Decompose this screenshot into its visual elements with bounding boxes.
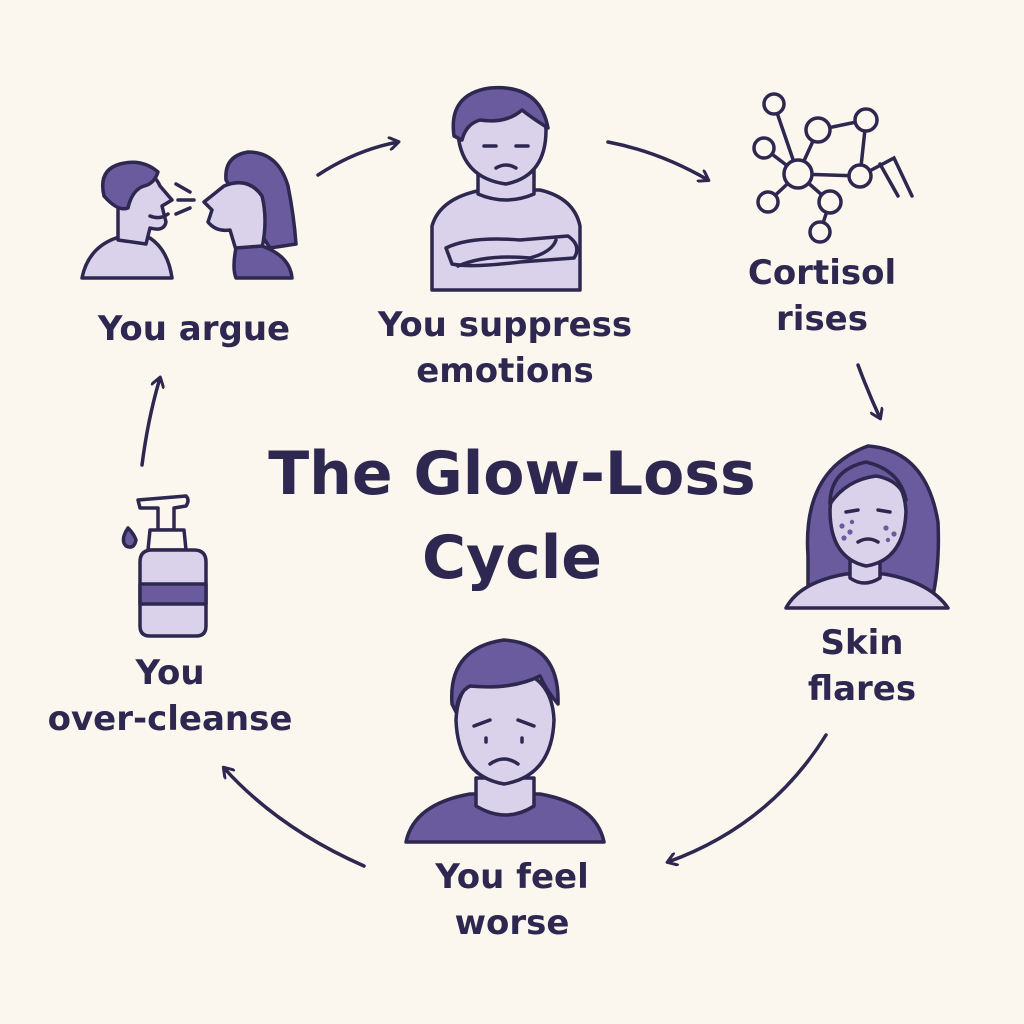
sad-person-icon — [404, 638, 606, 844]
step-label-line: Skin — [820, 623, 904, 663]
step-label-cortisol: Cortisol rises — [712, 250, 932, 342]
diagram-title: The Glow-Loss Cycle — [212, 432, 812, 600]
arrow-cleanse-to-argue — [140, 378, 160, 467]
step-label-line: You — [135, 653, 205, 693]
title-line-1: The Glow-Loss — [268, 439, 756, 509]
soap-pump-bottle-icon — [121, 494, 208, 638]
step-label-line: You suppress — [377, 305, 633, 345]
step-label-line: You feel — [435, 857, 589, 897]
step-label-suppress: You suppress emotions — [370, 302, 640, 394]
arguing-people-icon — [80, 150, 298, 280]
step-label-line: emotions — [416, 351, 594, 391]
step-label-argue: You argue — [74, 306, 314, 352]
arrow-suppress-to-cortisol — [606, 140, 708, 180]
cortisol-molecule-icon — [752, 92, 914, 244]
step-label-cleanse: You over-cleanse — [30, 650, 310, 742]
arrow-argue-to-suppress — [316, 142, 398, 177]
woman-with-acne-icon — [784, 444, 950, 610]
step-label-line: You argue — [97, 309, 291, 349]
cycle-arrows — [140, 140, 880, 868]
title-line-2: Cycle — [422, 523, 602, 593]
step-label-line: over-cleanse — [47, 699, 293, 739]
step-label-line: rises — [776, 299, 868, 339]
crossed-arms-person-icon — [430, 85, 582, 292]
arrow-cortisol-to-skin — [856, 363, 880, 418]
step-label-skin: Skin flares — [772, 620, 952, 712]
step-label-worse: You feel worse — [392, 854, 632, 946]
arrow-skin-to-worse — [668, 733, 828, 862]
arrow-worse-to-cleanse — [224, 768, 366, 868]
step-label-line: Cortisol — [747, 253, 897, 293]
step-label-line: worse — [454, 903, 570, 943]
step-label-line: flares — [807, 669, 917, 709]
